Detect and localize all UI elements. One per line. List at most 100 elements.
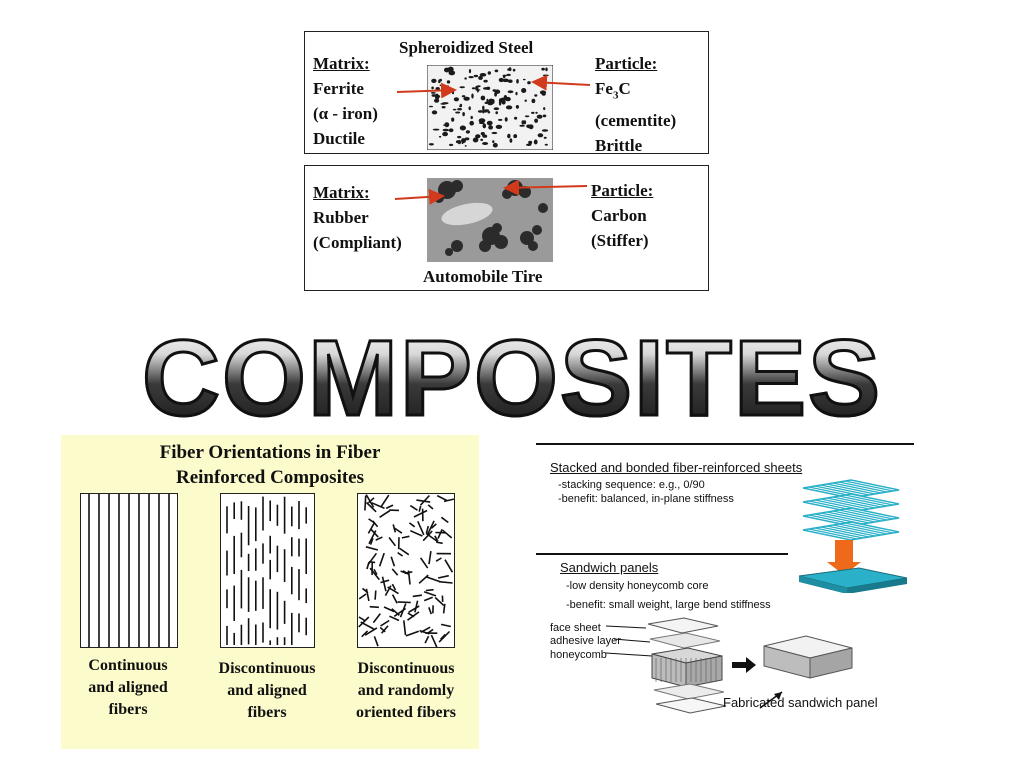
fiber-segment — [358, 616, 366, 622]
cementite-particle — [494, 69, 499, 73]
sandwich-heading: Sandwich panels — [560, 560, 659, 575]
cementite-particle — [493, 107, 500, 111]
cementite-particle — [468, 69, 472, 74]
steel-particle-label: Particle: — [595, 54, 658, 73]
cementite-particle — [534, 94, 538, 97]
tire-particle-line: Carbon — [591, 206, 647, 225]
fiber-segment — [442, 529, 453, 539]
fiber-segment — [401, 535, 410, 539]
mid-rule — [536, 553, 788, 555]
fiber-segment — [361, 630, 369, 638]
fiber-segment — [423, 596, 433, 602]
cementite-particle — [521, 88, 527, 93]
cementite-particle — [527, 124, 533, 129]
fiber-segment — [391, 568, 399, 576]
cementite-particle — [491, 131, 498, 135]
cementite-particle — [441, 106, 446, 109]
fiber-segment — [390, 556, 396, 567]
cementite-particle — [498, 118, 503, 121]
fiber-segment — [425, 532, 439, 543]
cementite-particle — [519, 124, 525, 127]
tire-caption: Automobile Tire — [423, 267, 543, 286]
fiber-segment — [368, 530, 377, 545]
fiber-segment — [436, 541, 443, 545]
fiber-segment — [419, 557, 429, 569]
fiber-segment — [392, 524, 397, 533]
cementite-particle — [468, 106, 471, 111]
fiber-segment — [418, 505, 422, 512]
cementite-particle — [512, 68, 516, 72]
fiber-segment — [428, 607, 433, 615]
cementite-particle — [463, 96, 470, 101]
fiber-segment — [373, 568, 378, 575]
cementite-particle — [535, 111, 538, 114]
cementite-particle — [502, 98, 509, 101]
sandwich-line: -low density honeycomb core — [566, 580, 709, 592]
fiber-segment — [418, 574, 429, 584]
fiber-segment — [430, 634, 438, 647]
fiber-segment — [358, 616, 370, 628]
fiber-segment — [380, 625, 389, 634]
fiber-segment — [440, 633, 446, 640]
cementite-particle — [531, 98, 536, 104]
cementite-particle — [508, 67, 512, 72]
fiber-segment — [375, 536, 383, 541]
cementite-particle — [442, 131, 448, 137]
fiber-segment — [422, 530, 433, 542]
fiber-segment — [405, 630, 420, 637]
cementite-particle — [459, 125, 466, 131]
cementite-particle — [461, 95, 466, 98]
cementite-particle — [541, 129, 549, 132]
cementite-particle — [487, 111, 491, 114]
fiber-segment — [402, 570, 410, 576]
steel-matrix-label: Matrix: — [313, 54, 370, 73]
label-adhesive-layer: adhesive layer — [550, 635, 621, 647]
cementite-particle — [444, 122, 450, 128]
fiber-segment — [365, 588, 370, 602]
cementite-particle — [541, 67, 545, 71]
cementite-particle — [478, 118, 486, 123]
fiber-segment — [409, 504, 418, 511]
steel-particle-formula: Fe3C — [595, 79, 631, 102]
tire-matrix: Matrix: Rubber (Compliant) — [313, 180, 402, 255]
fiber-segment — [367, 497, 375, 504]
cementite-particle — [515, 91, 518, 96]
cementite-particle — [514, 116, 518, 120]
fiber-segment — [369, 605, 379, 609]
fiber-segment — [412, 594, 423, 598]
fiber-segment — [408, 522, 416, 528]
cementite-particle — [536, 114, 543, 119]
steel-particle: Particle: Fe3C (cementite) Brittle — [595, 51, 676, 158]
laminate-stack-diagram — [798, 479, 908, 593]
cementite-particle — [524, 99, 527, 102]
fiber-segment — [389, 615, 400, 622]
laminate-line: -stacking sequence: e.g., 0/90 — [558, 479, 705, 491]
cementite-particle — [482, 109, 485, 114]
fiber-segment — [437, 528, 443, 539]
cementite-particle — [488, 98, 495, 103]
cementite-particle — [431, 86, 434, 90]
cementite-particle — [492, 140, 495, 143]
fiber-segment — [423, 590, 437, 597]
fiber-segment — [379, 509, 391, 518]
cementite-particle — [537, 133, 544, 138]
cementite-particle — [533, 139, 538, 145]
cementite-particle — [521, 120, 525, 125]
tire-figure: Matrix: Rubber (Compliant) Particle: Car… — [304, 165, 709, 291]
fiber-segment — [367, 552, 378, 566]
cementite-particle — [459, 105, 462, 108]
cementite-particle — [492, 142, 498, 148]
fiber-segment — [438, 580, 453, 584]
fiber-segment — [419, 494, 430, 506]
fiber-segment — [372, 613, 381, 624]
top-rule — [536, 443, 914, 445]
cementite-particle — [542, 114, 547, 118]
label-honeycomb: honeycomb — [550, 649, 607, 661]
cementite-particle — [451, 117, 455, 122]
tire-particle: Particle: Carbon (Stiffer) — [591, 178, 653, 253]
fiber-segment — [427, 628, 434, 634]
fiber-segment — [443, 498, 454, 503]
fiber-segment — [391, 583, 397, 591]
fiber-segment — [407, 612, 415, 618]
